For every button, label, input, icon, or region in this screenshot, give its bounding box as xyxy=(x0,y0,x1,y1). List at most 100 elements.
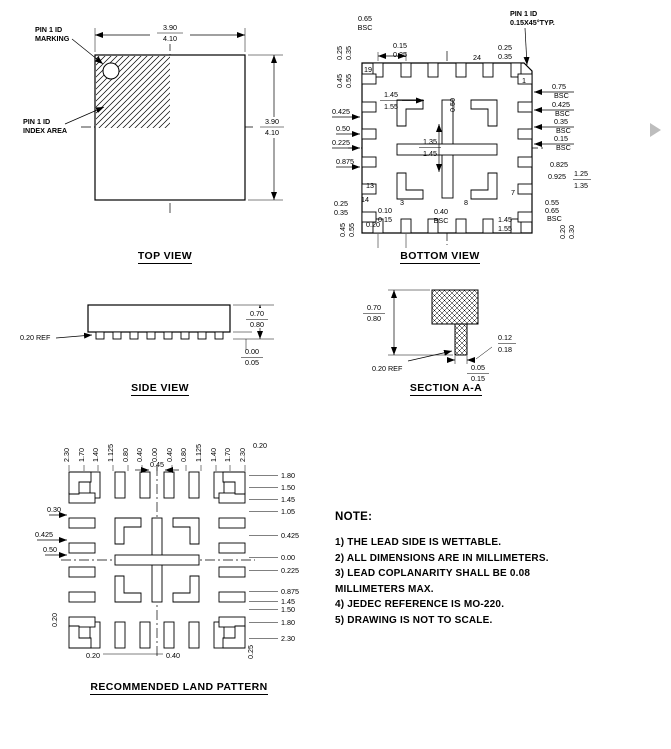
pin-number: 13 xyxy=(366,181,374,190)
pin1-index-label-line2: INDEX AREA xyxy=(23,126,67,135)
dim-label: 0.20 xyxy=(366,220,380,229)
pin-number: 14 xyxy=(361,195,369,204)
dim-label: 0.15 xyxy=(378,215,392,224)
bottom-view-title: BOTTOM VIEW xyxy=(400,250,480,264)
note-line: 2) ALL DIMENSIONS ARE IN MILLIMETERS. xyxy=(335,552,549,564)
pin1-id-label-line2: 0.15X45°TYP. xyxy=(510,18,555,27)
coord-label: 1.40 xyxy=(209,448,218,462)
dim-label: 0.30 xyxy=(567,225,576,239)
perimeter-pins xyxy=(361,62,533,234)
dim-lead-width-max: 0.18 xyxy=(498,345,512,354)
dim-body-height-min: 3.90 xyxy=(265,117,279,126)
center-land-pattern xyxy=(114,517,200,603)
dim-label: 0.825 xyxy=(550,160,568,169)
top-view-title: TOP VIEW xyxy=(137,250,193,264)
dim-label: BSC xyxy=(547,214,562,223)
coord-label: 1.50 xyxy=(281,605,295,614)
section-aa-title: SECTION A-A xyxy=(409,382,483,396)
dim-label: BSC xyxy=(556,143,571,152)
dim-height-min: 0.70 xyxy=(367,303,381,312)
dim-label: 0.15 xyxy=(554,134,568,143)
land-pattern: 2.30 1.70 1.40 1.125 0.80 0.40 0.00 0.40… xyxy=(33,424,325,683)
dim-pitch: 0.65 xyxy=(358,14,372,23)
note-line: 5) DRAWING IS NOT TO SCALE. xyxy=(335,614,493,626)
pin-number: 1 xyxy=(522,76,526,85)
land-pattern-title: RECOMMENDED LAND PATTERN xyxy=(90,681,268,695)
perimeter-lands xyxy=(68,471,246,649)
dim-label: 0.425 xyxy=(332,107,350,116)
dim-label: 0.50 xyxy=(336,124,350,133)
dim-label: 0.25 xyxy=(393,50,407,59)
dim-label: 1.55 xyxy=(384,102,398,111)
dim-label: 0.40 xyxy=(434,207,448,216)
dim-ref-label: 0.20 REF xyxy=(372,364,403,373)
dim-label: 0.25 xyxy=(246,645,255,659)
top-view: 3.90 4.10 3.90 4.10 PIN 1 ID MARKING PIN… xyxy=(15,8,315,251)
side-view: 0.70 0.80 0.00 0.05 0.20 REF xyxy=(12,292,322,385)
coord-label: 0.80 xyxy=(121,448,130,462)
dim-label: 0.25 xyxy=(334,199,348,208)
exposed-pad-pattern xyxy=(396,99,498,200)
panel-expand-arrow-icon[interactable] xyxy=(650,123,661,137)
note-line: MILLIMETERS MAX. xyxy=(335,583,434,595)
dim-height-min: 0.70 xyxy=(250,309,264,318)
dim-label: 0.35 xyxy=(498,52,512,61)
dim-label: 0.30 xyxy=(47,505,61,514)
dim-label: 0.25 xyxy=(498,43,512,52)
section-drawing: 0.70 0.80 0.12 0.18 0.20 REF 0.05 0.15 xyxy=(360,289,516,383)
dim-label: 0.425 xyxy=(552,100,570,109)
dim-standoff-min: 0.05 xyxy=(471,363,485,372)
coord-label: 0.40 xyxy=(165,448,174,462)
dim-label: 0.20 xyxy=(253,441,267,450)
body-section-hatch xyxy=(431,289,479,325)
dim-label: 1.35 xyxy=(574,181,588,190)
bottom-view: 0.65 BSC 0.15 0.25 0.25 0.35 0.45 0.55 0… xyxy=(312,4,670,261)
dim-label: 0.45 xyxy=(150,460,164,469)
coord-label: 1.40 xyxy=(91,448,100,462)
pin-number: 19 xyxy=(364,65,372,74)
coord-label: 1.45 xyxy=(281,495,295,504)
coord-label: 0.80 xyxy=(179,448,188,462)
coord-label: 1.80 xyxy=(281,618,295,627)
section-aa: 0.70 0.80 0.12 0.18 0.20 REF 0.05 0.15 xyxy=(352,283,547,388)
dim-label: 0.20 xyxy=(558,225,567,239)
dim-label: 0.15 xyxy=(393,41,407,50)
dim-label: 0.25 xyxy=(335,46,344,60)
coord-label: 0.425 xyxy=(281,531,299,540)
package-body xyxy=(94,54,246,201)
dim-standoff-max: 0.15 xyxy=(471,374,485,383)
pin1-marking-label-line1: PIN 1 ID xyxy=(35,25,62,34)
coord-label: 1.45 xyxy=(281,597,295,606)
dim-label: 0.65 xyxy=(545,206,559,215)
dim-label: 0.55 xyxy=(347,223,356,237)
dim-label: 0.45 xyxy=(335,74,344,88)
dim-label: BSC xyxy=(554,91,569,100)
dim-pitch-bsc: BSC xyxy=(358,23,373,32)
dim-label: 0.35 xyxy=(344,46,353,60)
note-line: 3) LEAD COPLANARITY SHALL BE 0.08 xyxy=(335,568,531,579)
dim-label: 0.225 xyxy=(332,138,350,147)
dim-label: 0.50 xyxy=(43,545,57,554)
lead-section-hatch xyxy=(454,323,468,356)
pin1-index-label-line1: PIN 1 ID xyxy=(23,117,50,126)
dim-label: 1.45 xyxy=(423,149,437,158)
lead-stubs xyxy=(95,331,224,340)
coord-label: 1.125 xyxy=(194,444,203,462)
dim-label: 0.875 xyxy=(336,157,354,166)
dim-label: 0.425 xyxy=(35,530,53,539)
dim-label: 0.50 xyxy=(448,98,457,112)
dim-label: 1.45 xyxy=(384,90,398,99)
top-view-drawing: 3.90 4.10 3.90 4.10 PIN 1 ID MARKING PIN… xyxy=(23,23,289,214)
dim-lead-width-min: 0.12 xyxy=(498,333,512,342)
coord-label: 0.00 xyxy=(150,448,159,462)
coord-label: 0.875 xyxy=(281,587,299,596)
note-line: 4) JEDEC REFERENCE IS MO-220. xyxy=(335,599,505,610)
package-profile xyxy=(87,304,231,333)
dim-standoff-max: 0.05 xyxy=(245,358,259,367)
dim-label: 0.35 xyxy=(334,208,348,217)
dim-body-width-min: 3.90 xyxy=(163,23,177,32)
pin-number: 8 xyxy=(464,198,468,207)
dim-label: 0.40 xyxy=(166,651,180,660)
dimension-lines xyxy=(332,27,574,248)
